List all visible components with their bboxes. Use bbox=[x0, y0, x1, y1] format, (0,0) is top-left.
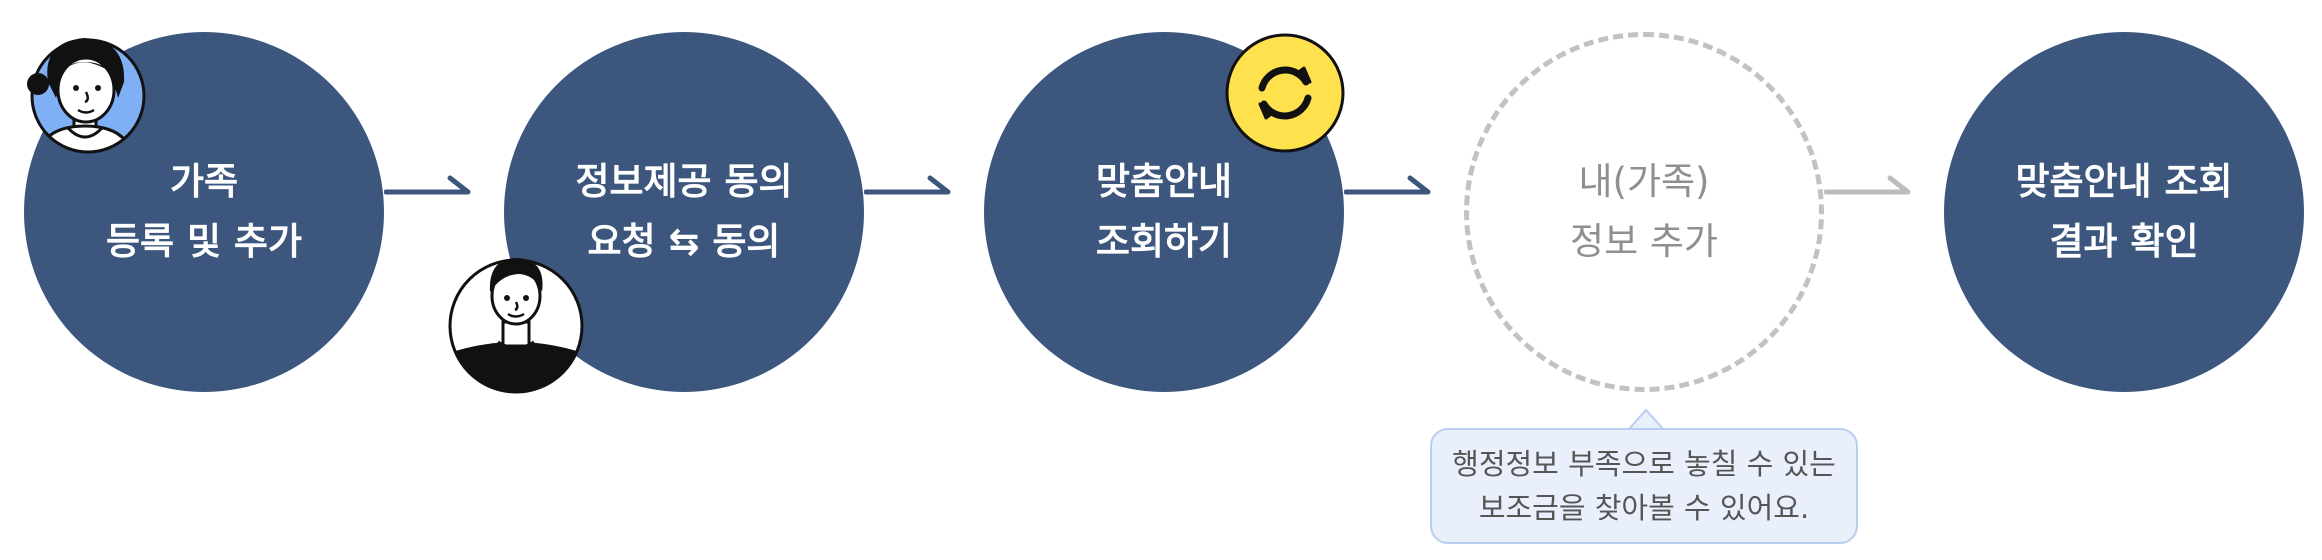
man-avatar-icon bbox=[448, 258, 584, 394]
step-label-line2: 요청 ⇆ 동의 bbox=[587, 220, 781, 263]
arrow-right-icon bbox=[1344, 175, 1431, 195]
step-label-line2: 조회하기 bbox=[1095, 220, 1233, 263]
callout-line1: 행정정보 부족으로 놓칠 수 있는 bbox=[1452, 447, 1836, 481]
arrow-right-icon bbox=[864, 175, 951, 195]
step-label-line1: 정보제공 동의 bbox=[575, 160, 793, 203]
refresh-icon bbox=[1225, 33, 1345, 153]
step-label-line1: 내(가족) bbox=[1578, 160, 1710, 203]
step-label-line2: 등록 및 추가 bbox=[106, 220, 302, 263]
step-label-line1: 맞춤안내 bbox=[1095, 160, 1233, 203]
arrow-right-icon bbox=[1824, 175, 1911, 195]
tooltip-callout: 행정정보 부족으로 놓칠 수 있는 보조금을 찾아볼 수 있어요. bbox=[1430, 428, 1858, 544]
callout-pointer bbox=[1627, 408, 1665, 431]
woman-avatar-icon bbox=[27, 38, 146, 154]
step-label-line2: 결과 확인 bbox=[2049, 220, 2199, 263]
callout-line2: 보조금을 찾아볼 수 있어요. bbox=[1478, 491, 1810, 525]
step-check-result: 맞춤안내 조회 결과 확인 bbox=[1944, 32, 2304, 392]
arrow-right-icon bbox=[384, 175, 471, 195]
step-label-line1: 가족 bbox=[169, 160, 239, 203]
step-label-line2: 정보 추가 bbox=[1570, 220, 1718, 263]
step-add-info: 내(가족) 정보 추가 bbox=[1464, 32, 1824, 392]
step-label-line1: 맞춤안내 조회 bbox=[2015, 160, 2233, 203]
